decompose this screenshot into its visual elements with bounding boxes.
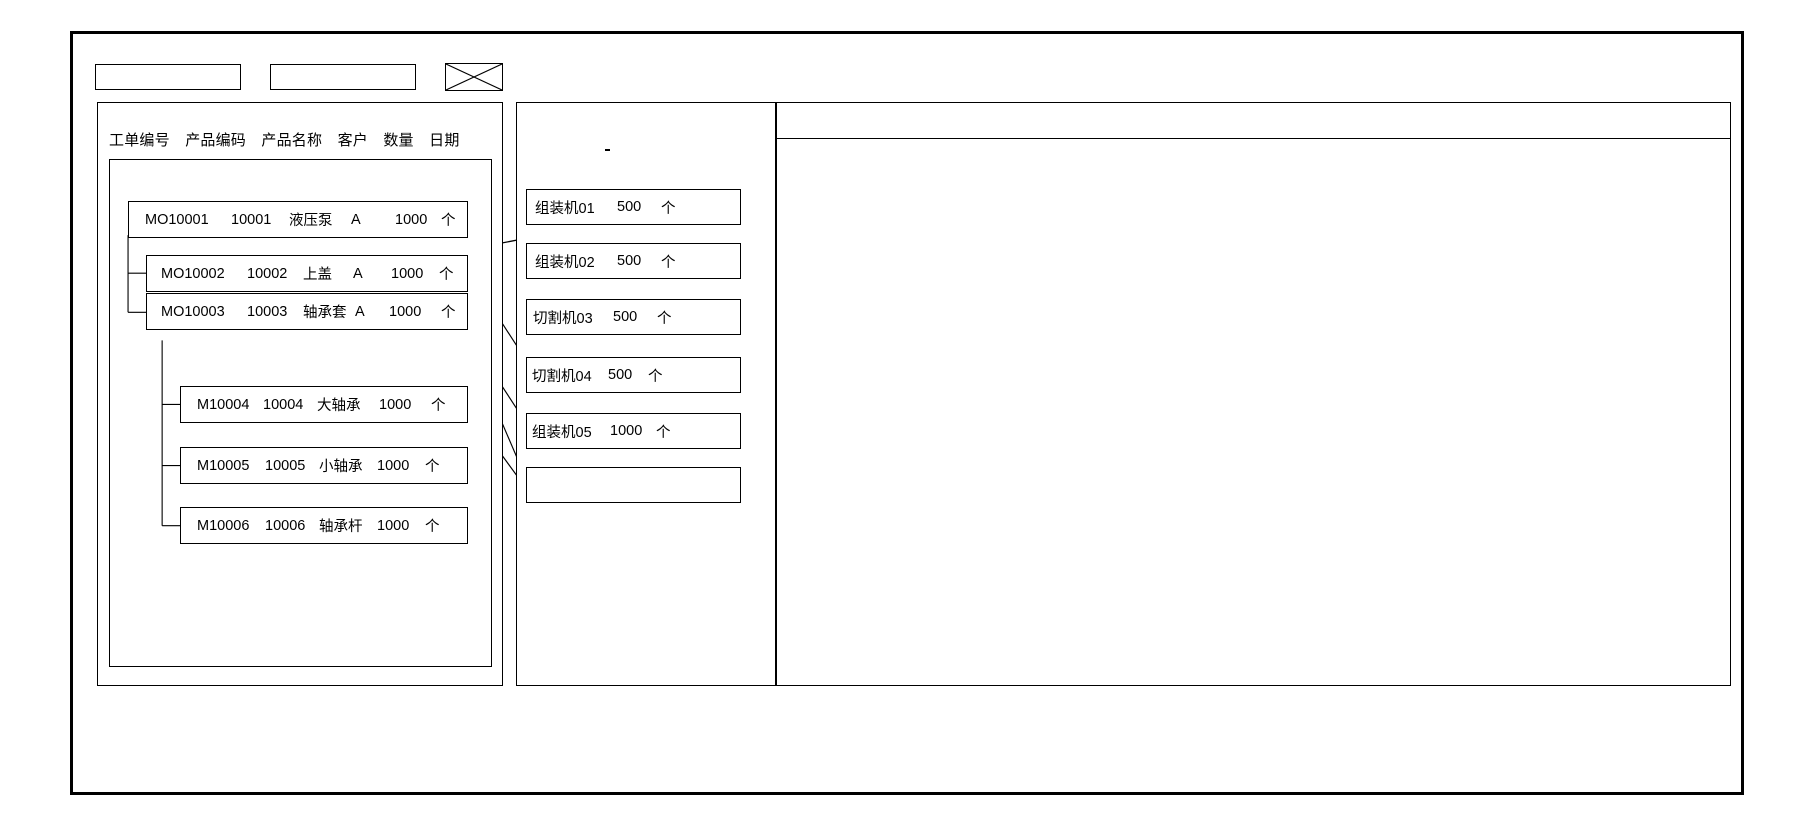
work-order-tree[interactable]: MO10001 10001 液压泵 A 1000 个 MO10002 10002… xyxy=(109,159,492,667)
machine-card-empty[interactable] xyxy=(526,467,741,503)
node-order-no: M10005 xyxy=(197,457,250,474)
panel-marker-dot xyxy=(605,149,610,151)
node-qty: 1000 xyxy=(379,396,412,413)
toolbar-box-2[interactable] xyxy=(270,64,416,90)
node-unit: 个 xyxy=(431,398,446,414)
column-header-customer: 客户 xyxy=(337,132,368,149)
machine-name: 组装机01 xyxy=(535,200,595,217)
machine-unit: 个 xyxy=(656,424,671,441)
node-qty: 1000 xyxy=(377,517,410,534)
node-product-name: 大轴承 xyxy=(317,398,361,414)
node-product-code: 10006 xyxy=(265,517,306,534)
node-order-no: M10004 xyxy=(197,396,250,413)
node-customer: A xyxy=(353,265,363,282)
work-order-node-grandchild-3[interactable]: M10006 10006 轴承杆 1000 个 xyxy=(180,507,468,544)
work-order-panel: 工单编号 产品编码 产品名称 客户 数量 日期 xyxy=(97,102,503,686)
machine-schedule-panel: 组装机01 500 个 组装机02 500 个 切割机03 500 个 切割机0… xyxy=(516,102,776,686)
toolbar-box-1[interactable] xyxy=(95,64,241,90)
work-order-column-headers: 工单编号 产品编码 产品名称 客户 数量 日期 xyxy=(109,129,460,150)
machine-unit: 个 xyxy=(661,200,676,217)
node-qty: 1000 xyxy=(377,457,410,474)
node-unit: 个 xyxy=(425,459,440,475)
node-product-code: 10001 xyxy=(231,211,272,228)
image-placeholder-icon[interactable] xyxy=(445,63,503,91)
machine-unit: 个 xyxy=(661,254,676,271)
column-header-product-name: 产品名称 xyxy=(261,132,323,149)
detail-panel xyxy=(776,102,1731,686)
node-product-name: 轴承杆 xyxy=(319,519,363,535)
panels-container: 工单编号 产品编码 产品名称 客户 数量 日期 xyxy=(97,102,1731,780)
node-order-no: MO10002 xyxy=(161,265,225,282)
node-product-name: 上盖 xyxy=(303,267,332,283)
toolbar xyxy=(95,62,503,92)
machine-card-2[interactable]: 组装机02 500 个 xyxy=(526,243,741,279)
column-header-order-no: 工单编号 xyxy=(109,132,170,149)
machine-card-3[interactable]: 切割机03 500 个 xyxy=(526,299,741,335)
work-order-node-grandchild-2[interactable]: M10005 10005 小轴承 1000 个 xyxy=(180,447,468,484)
machine-qty: 500 xyxy=(617,253,642,269)
machine-card-5[interactable]: 组装机05 1000 个 xyxy=(526,413,741,449)
work-order-node-child-2[interactable]: MO10003 10003 轴承套 A 1000 个 xyxy=(146,293,468,330)
machine-name: 组装机02 xyxy=(535,254,595,271)
column-header-product-code: 产品编码 xyxy=(185,132,246,149)
machine-name: 切割机03 xyxy=(533,310,593,327)
machine-card-4[interactable]: 切割机04 500 个 xyxy=(526,357,741,393)
node-unit: 个 xyxy=(441,305,456,321)
node-unit: 个 xyxy=(441,213,456,229)
machine-qty: 1000 xyxy=(610,423,643,439)
column-header-qty: 数量 xyxy=(383,132,414,149)
node-order-no: M10006 xyxy=(197,517,250,534)
cross-lines-icon xyxy=(446,64,502,90)
column-header-date: 日期 xyxy=(429,132,460,149)
node-qty: 1000 xyxy=(391,265,424,282)
node-order-no: MO10003 xyxy=(161,303,225,320)
machine-qty: 500 xyxy=(613,309,638,325)
node-customer: A xyxy=(355,303,365,320)
machine-qty: 500 xyxy=(608,367,633,383)
machine-name: 组装机05 xyxy=(532,424,592,441)
node-product-name: 液压泵 xyxy=(289,213,333,229)
machine-unit: 个 xyxy=(657,310,672,327)
node-order-no: MO10001 xyxy=(145,211,209,228)
node-product-code: 10003 xyxy=(247,303,288,320)
machine-name: 切割机04 xyxy=(532,368,592,385)
work-order-node-child-1[interactable]: MO10002 10002 上盖 A 1000 个 xyxy=(146,255,468,292)
node-product-code: 10005 xyxy=(265,457,306,474)
application-window: 工单编号 产品编码 产品名称 客户 数量 日期 xyxy=(70,31,1744,795)
work-order-node-root[interactable]: MO10001 10001 液压泵 A 1000 个 xyxy=(128,201,468,238)
node-qty: 1000 xyxy=(389,303,422,320)
toolbar-spacer-2 xyxy=(416,77,445,78)
toolbar-spacer xyxy=(241,77,270,78)
detail-panel-body[interactable] xyxy=(777,139,1730,685)
machine-qty: 500 xyxy=(617,199,642,215)
node-qty: 1000 xyxy=(395,211,428,228)
machine-card-1[interactable]: 组装机01 500 个 xyxy=(526,189,741,225)
node-unit: 个 xyxy=(439,267,454,283)
node-product-code: 10004 xyxy=(263,396,304,413)
work-order-node-grandchild-1[interactable]: M10004 10004 大轴承 1000 个 xyxy=(180,386,468,423)
node-product-name: 小轴承 xyxy=(319,459,363,475)
detail-panel-header xyxy=(777,103,1730,139)
machine-unit: 个 xyxy=(648,368,663,385)
node-unit: 个 xyxy=(425,519,440,535)
node-customer: A xyxy=(351,211,361,228)
node-product-name: 轴承套 xyxy=(303,305,347,321)
node-product-code: 10002 xyxy=(247,265,288,282)
